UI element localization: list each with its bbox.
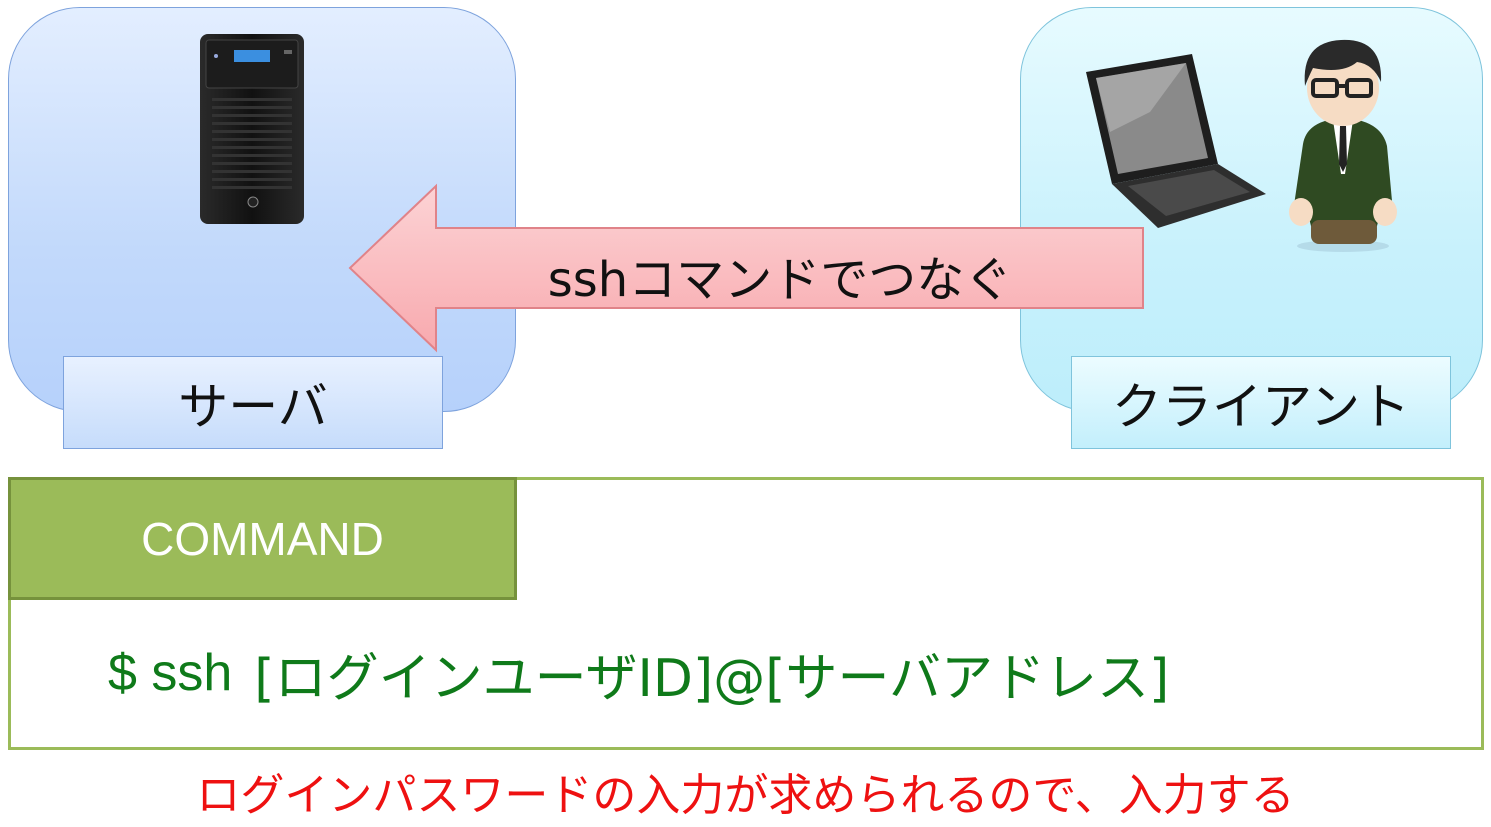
connection-arrow [348, 183, 1144, 353]
password-note: ログインパスワードの入力が求められるので、入力する [196, 770, 1295, 821]
server-tower-icon [200, 34, 304, 224]
person-icon [1289, 39, 1397, 252]
command-header: COMMAND [8, 477, 517, 600]
client-label: クライアント [1071, 356, 1451, 449]
command-line: $ ssh [ログインユーザID]@[サーバアドレス] [108, 628, 1169, 718]
server-label: サーバ [63, 356, 443, 449]
command-args: [ログインユーザID]@[サーバアドレス] [254, 648, 1170, 709]
command-prefix: $ ssh [108, 644, 233, 702]
laptop-icon [1086, 54, 1266, 228]
connection-label: sshコマンドでつなぐ [547, 252, 1013, 308]
